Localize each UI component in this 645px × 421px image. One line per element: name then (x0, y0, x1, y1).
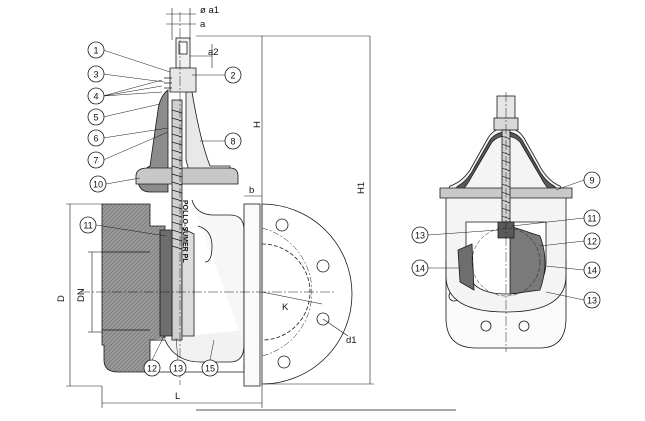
dimension-labels: ø a1 a a2 H H1 b D DN K d1 L POLLO-SUMER… (56, 5, 367, 402)
callout-12-left: 12 (143, 359, 161, 377)
top-seal-stack (164, 77, 172, 89)
callout-15: 15 (201, 359, 219, 377)
svg-text:13: 13 (415, 231, 425, 241)
dim-l: L (175, 391, 180, 402)
left-flange-section (101, 203, 166, 373)
stem-square (178, 41, 188, 55)
callout-13-right-upper: 13 (411, 226, 429, 244)
svg-text:9: 9 (589, 176, 594, 186)
svg-text:13: 13 (173, 364, 183, 374)
svg-text:10: 10 (93, 180, 103, 190)
svg-text:14: 14 (587, 266, 597, 276)
svg-text:11: 11 (587, 214, 596, 224)
svg-text:6: 6 (93, 134, 98, 144)
callout-6: 6 (87, 129, 105, 147)
callout-2: 2 (224, 66, 242, 84)
flange-bolt (518, 320, 530, 332)
right-flange-plate (243, 203, 261, 387)
bolt-hole (316, 259, 330, 273)
cross-wedge-rubber-left (457, 243, 475, 291)
callout-14-right: 14 (583, 261, 601, 279)
svg-text:1: 1 (93, 46, 98, 56)
gate-wedge (159, 229, 173, 337)
flange-bore-arc (261, 243, 311, 341)
callout-11-left: 11 (79, 216, 97, 234)
svg-text:3: 3 (93, 70, 98, 80)
callouts-left: 1 2 3 4 5 6 7 8 10 11 12 13 15 (79, 41, 242, 377)
left-flange-bore-edge (102, 251, 150, 331)
svg-text:5: 5 (93, 113, 98, 123)
body-inner-curve (197, 225, 213, 263)
svg-text:11: 11 (83, 221, 92, 231)
bonnet-flange (135, 167, 239, 185)
callouts-right: 9 11 12 13 13 14 14 (411, 171, 601, 309)
dim-k: K (282, 302, 289, 313)
dim-d1: d1 (346, 335, 357, 346)
dim-d: D (56, 295, 67, 302)
svg-text:15: 15 (205, 364, 215, 374)
leader-lines-right (427, 179, 585, 301)
callout-5: 5 (87, 108, 105, 126)
valve-body-outline (191, 199, 245, 345)
bolt-hole (277, 355, 291, 369)
dim-a: a (200, 19, 206, 30)
callout-3: 3 (87, 65, 105, 83)
gate-wedge-lining (181, 227, 195, 337)
svg-text:8: 8 (230, 137, 235, 147)
svg-text:4: 4 (93, 92, 98, 102)
callout-13-right-lower: 13 (583, 291, 601, 309)
callout-10: 10 (89, 175, 107, 193)
svg-text:14: 14 (415, 264, 425, 274)
left-section-view (66, 8, 374, 408)
callout-9: 9 (583, 171, 601, 189)
flange-bolt (480, 320, 492, 332)
bolt-circle-arc (261, 227, 313, 357)
callout-4: 4 (87, 87, 105, 105)
dim-h1: H1 (356, 182, 367, 194)
callout-14-left: 14 (411, 259, 429, 277)
bolt-hole (316, 312, 330, 326)
spindle-thread (171, 109, 183, 250)
dim-h: H (252, 121, 263, 128)
svg-text:2: 2 (230, 71, 235, 81)
callout-12-right: 12 (583, 232, 601, 250)
dimension-lines-left (66, 8, 374, 408)
bolt-hole (275, 218, 289, 232)
right-section-view (427, 92, 585, 352)
spindle (171, 99, 183, 341)
svg-text:13: 13 (587, 296, 597, 306)
svg-text:12: 12 (147, 364, 157, 374)
callout-8: 8 (224, 132, 242, 150)
casting-text: POLLO-SUMER PL (181, 200, 188, 263)
dim-a1: ø a1 (200, 5, 219, 16)
body-bottom-line (150, 362, 245, 373)
callout-11-right: 11 (583, 209, 601, 227)
stem-neck (169, 67, 197, 93)
callout-1: 1 (87, 41, 105, 59)
callout-13-left: 13 (169, 359, 187, 377)
svg-text:12: 12 (587, 237, 597, 247)
leader-lines-left (95, 49, 226, 361)
dim-b: b (249, 185, 254, 196)
callout-7: 7 (87, 151, 105, 169)
dim-dn: DN (76, 288, 87, 302)
flange-face-arc (261, 203, 353, 385)
svg-text:7: 7 (93, 156, 98, 166)
dim-a2: a2 (208, 47, 219, 58)
